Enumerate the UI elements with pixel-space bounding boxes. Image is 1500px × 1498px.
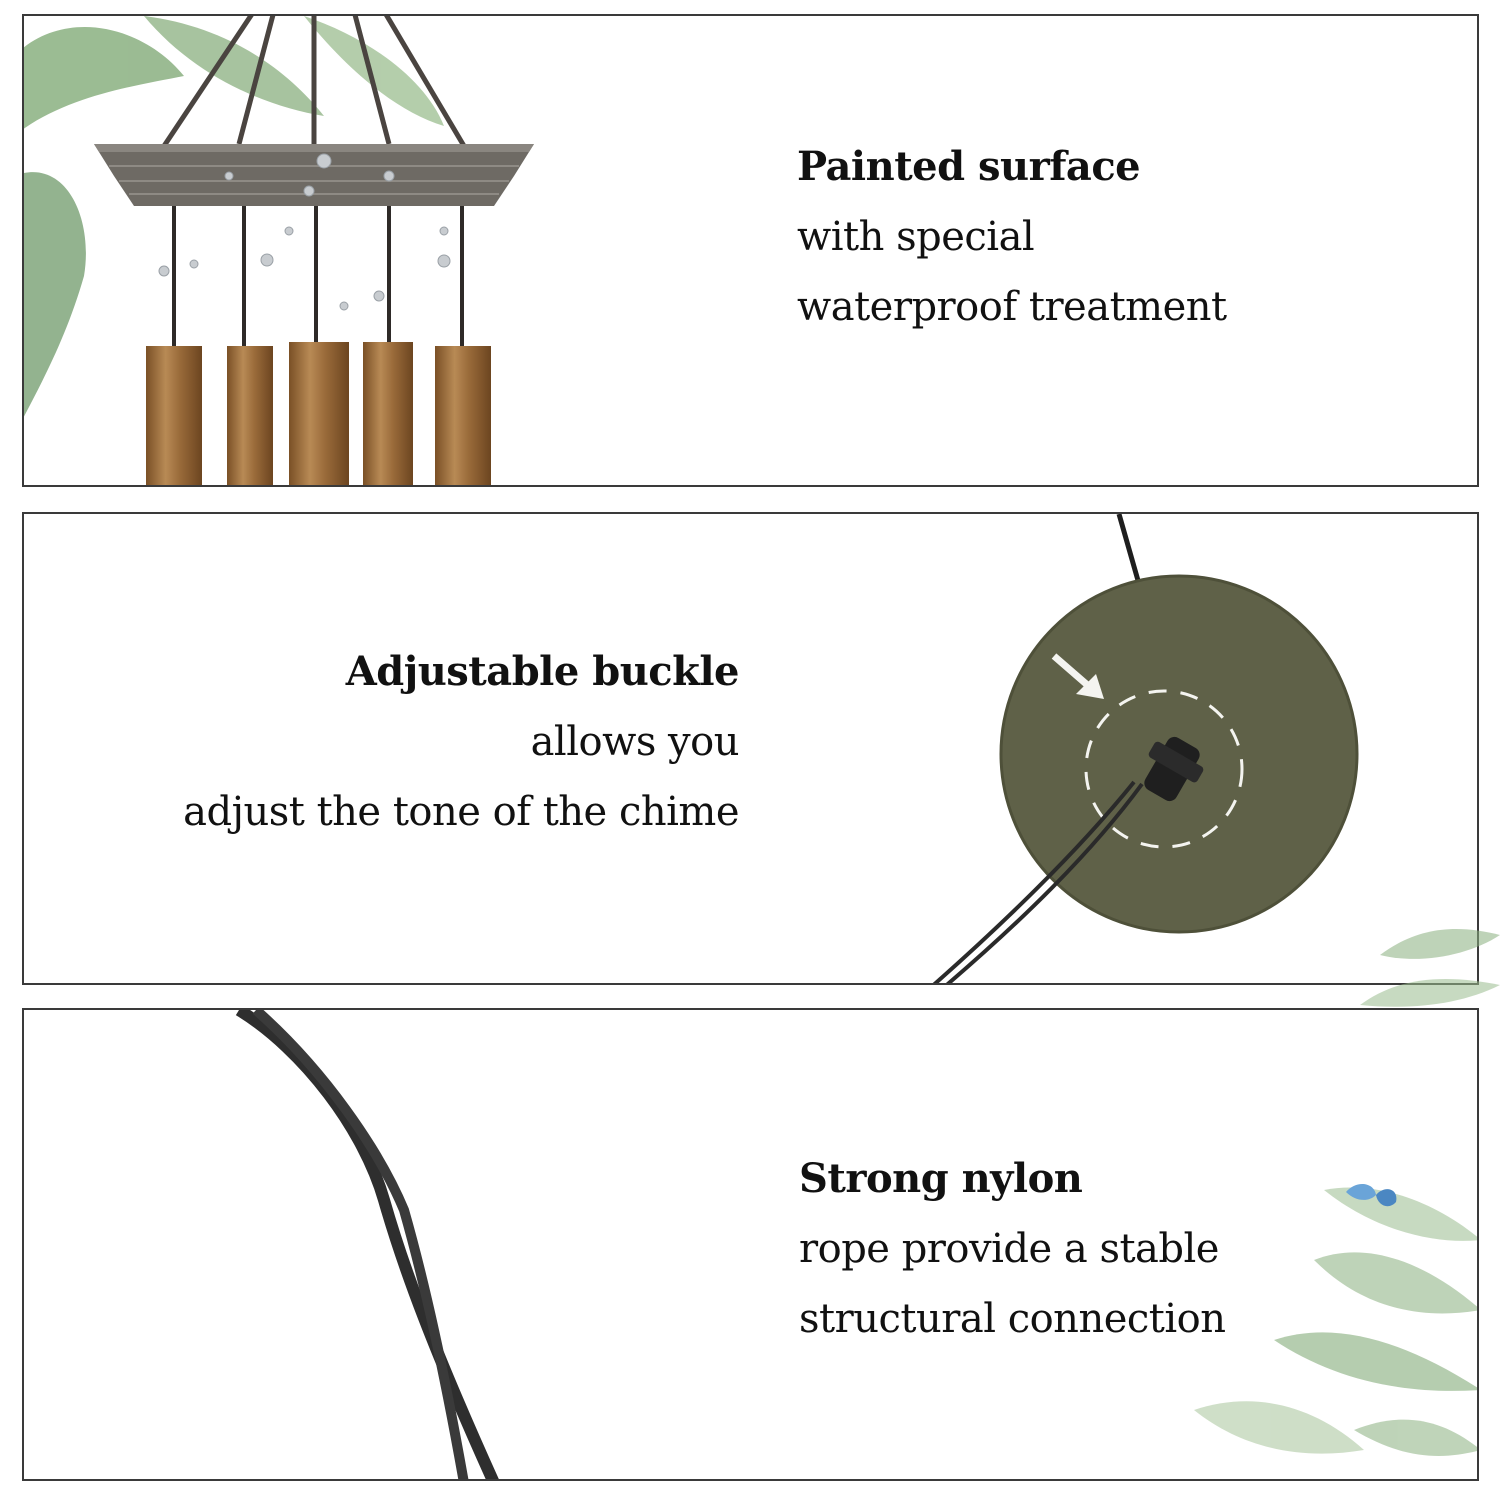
feature-heading: Painted surface: [797, 143, 1141, 190]
feature-line: allows you: [530, 719, 740, 765]
leaf-decoration: [24, 16, 444, 417]
chime-tube: [363, 342, 413, 485]
butterfly-icon: [1346, 1184, 1397, 1207]
feature-line: adjust the tone of the chime: [183, 789, 739, 835]
feature-line: structural connection: [799, 1296, 1226, 1342]
buckle-icon: [1144, 736, 1204, 802]
leaf-decoration: [1194, 1187, 1477, 1456]
feature-line: rope provide a stable: [799, 1226, 1219, 1272]
feature-panel-strong-nylon: Strong nylon rope provide a stable struc…: [22, 1008, 1479, 1481]
feature-text-block: Strong nylon rope provide a stable struc…: [799, 1153, 1226, 1345]
rope-illustration: [235, 1010, 1477, 1479]
arrow-icon: [1051, 653, 1104, 699]
highlight-circle: [1084, 689, 1244, 849]
feature-panel-adjustable-buckle: Adjustable buckle allows you adjust the …: [22, 512, 1479, 985]
feature-line: with special: [797, 214, 1035, 260]
chime-tube: [289, 342, 349, 485]
leaf-decoration: [1360, 929, 1500, 1007]
feature-heading: Adjustable buckle: [345, 648, 740, 695]
chime-top-illustration: [24, 16, 534, 485]
feature-text-block: Adjustable buckle allows you adjust the …: [183, 646, 739, 838]
feature-text-block: Painted surface with special waterproof …: [797, 141, 1227, 333]
chime-tube: [435, 346, 491, 485]
chime-tube: [146, 346, 202, 485]
feature-heading: Strong nylon: [799, 1155, 1083, 1202]
feature-panel-painted-surface: Painted surface with special waterproof …: [22, 14, 1479, 487]
feature-line: waterproof treatment: [797, 284, 1227, 330]
chime-tube: [227, 346, 273, 485]
buckle-illustration: [932, 514, 1359, 983]
